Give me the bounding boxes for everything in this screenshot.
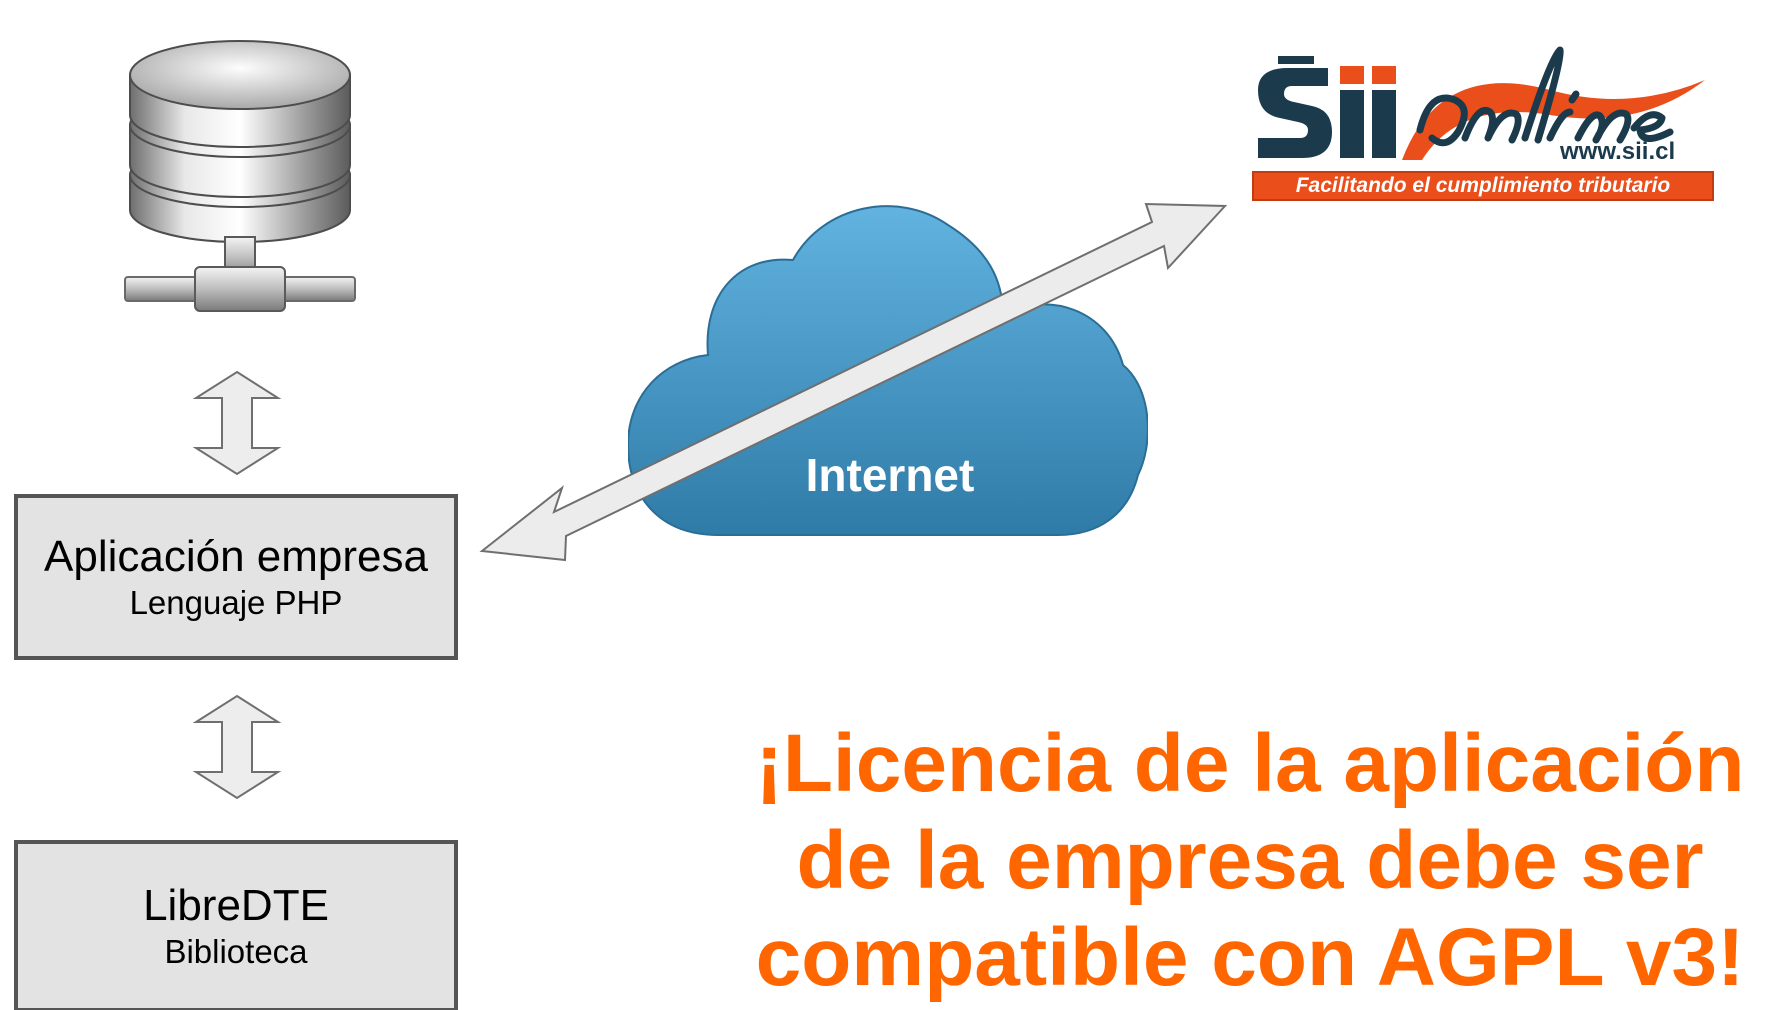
- double-arrow-icon: [192, 694, 282, 800]
- cloud-label: Internet: [805, 449, 975, 501]
- headline-line-2: de la empresa debe ser: [796, 815, 1704, 906]
- database-server-icon: [124, 40, 356, 312]
- sii-online-logo: [1258, 46, 1705, 160]
- library-box-title: LibreDTE: [143, 880, 329, 930]
- application-box-subtitle: Lenguaje PHP: [129, 583, 343, 621]
- headline-line-1: ¡Licencia de la aplicación: [755, 718, 1745, 809]
- library-box: LibreDTE Biblioteca: [14, 840, 458, 1010]
- double-arrow-icon: [192, 370, 282, 476]
- library-box-subtitle: Biblioteca: [164, 932, 308, 970]
- application-box: Aplicación empresa Lenguaje PHP: [14, 494, 458, 660]
- double-arrow-icon: [479, 202, 1228, 562]
- license-headline: ¡Licencia de la aplicación de la empresa…: [720, 715, 1780, 1006]
- application-box-title: Aplicación empresa: [44, 531, 428, 581]
- sii-tagline: Facilitando el cumplimiento tributario: [1252, 171, 1714, 201]
- headline-line-3: compatible con AGPL v3!: [755, 912, 1745, 1003]
- sii-url: www.sii.cl: [1560, 138, 1676, 165]
